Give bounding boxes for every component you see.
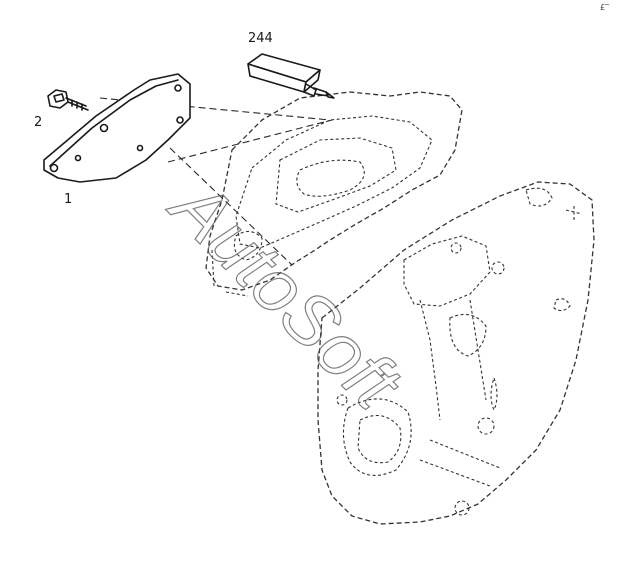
callout-2: 2 bbox=[34, 115, 42, 130]
part-1-plate bbox=[43, 73, 191, 183]
part-2-bolt bbox=[47, 89, 89, 111]
callout-244: 244 bbox=[248, 31, 273, 46]
autosoft-watermark: AutoSoft bbox=[154, 162, 419, 427]
callout-1: 1 bbox=[64, 192, 72, 207]
engine-front-cover-ghost bbox=[205, 91, 595, 525]
corner-mark: £‾ bbox=[600, 3, 610, 12]
part-244-tool bbox=[247, 53, 335, 99]
